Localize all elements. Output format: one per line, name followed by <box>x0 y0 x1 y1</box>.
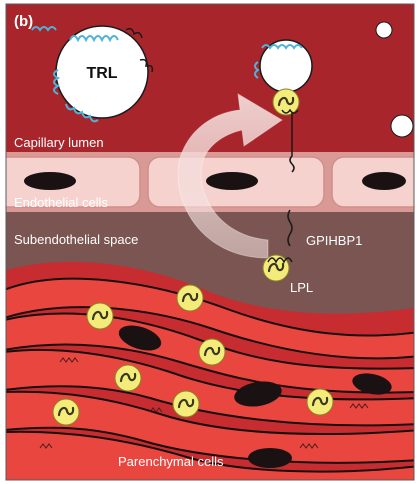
parenchymal-nucleus <box>118 325 162 351</box>
endothelial-cells-label: Endothelial cells <box>14 195 108 210</box>
endothelial-nucleus <box>24 172 76 190</box>
lpl-molecule <box>113 363 143 393</box>
parenchymal-nucleus <box>352 373 392 395</box>
lpl-molecule <box>85 301 115 331</box>
parenchymal-nucleus <box>248 448 292 468</box>
parenchymal-nucleus <box>234 381 282 407</box>
lpl-molecule <box>305 387 335 417</box>
lpl-label: LPL <box>290 280 313 295</box>
panel-letter: (b) <box>14 13 33 30</box>
small-particle <box>390 114 414 138</box>
gpihbp1-label: GPIHBP1 <box>306 233 362 248</box>
lpl-molecule <box>171 389 201 419</box>
lpl-molecule-bound <box>271 87 301 117</box>
capillary-lumen-label: Capillary lumen <box>14 135 104 150</box>
small-particle <box>375 21 393 39</box>
transport-arrow <box>177 93 283 259</box>
endothelial-nucleus <box>362 172 406 190</box>
trl-particle <box>31 25 154 123</box>
trl-label: TRL <box>86 65 117 82</box>
lpl-molecule <box>197 337 227 367</box>
gpihbp1-strand <box>287 209 293 247</box>
parenchymal-cells-label: Parenchymal cells <box>118 454 224 469</box>
subendothelial-space-label: Subendothelial space <box>14 232 138 247</box>
lpl-gpihbp1-link <box>267 257 293 264</box>
lpl-molecule <box>175 283 205 313</box>
gpihbp1-anchor-top <box>281 108 299 173</box>
endothelial-nucleus <box>206 172 258 190</box>
panel-frame <box>5 3 415 481</box>
lpl-molecule <box>51 397 81 427</box>
